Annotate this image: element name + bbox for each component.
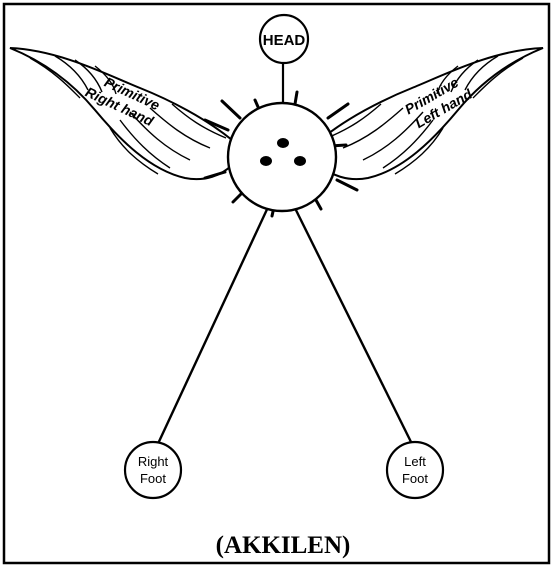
right-foot-label-line2: Foot bbox=[140, 471, 166, 486]
left-foot-circle bbox=[387, 442, 443, 498]
diagram-caption: (AKKILEN) bbox=[216, 532, 351, 559]
left-foot-label-line2: Foot bbox=[402, 471, 428, 486]
right-foot-label-line1: Right bbox=[138, 454, 169, 469]
head-label: HEAD bbox=[263, 32, 306, 49]
central-body-circle bbox=[228, 103, 336, 211]
left-foot-label-line1: Left bbox=[404, 454, 426, 469]
right-foot-circle bbox=[125, 442, 181, 498]
